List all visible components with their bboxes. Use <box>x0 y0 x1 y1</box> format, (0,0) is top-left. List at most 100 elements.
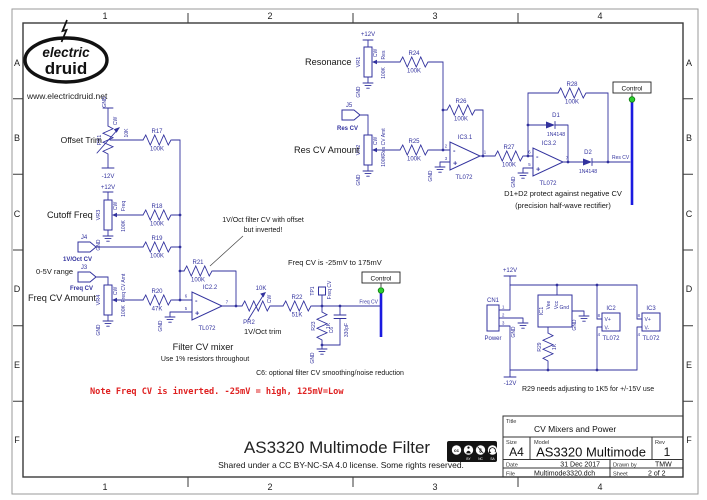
license-line: Shared under a CC BY-NC-SA 4.0 license. … <box>218 460 464 470</box>
cn1-pin3: 3 <box>502 321 505 326</box>
vr2-ref: VR2 <box>356 145 362 156</box>
c6-value: 330pF <box>344 323 350 337</box>
control-flag-freq-cv: Control Freq CV <box>359 271 401 337</box>
inverting-input-sign: - <box>195 296 198 305</box>
pr1-cw: CW <box>113 117 119 126</box>
pr2-cw: CW <box>267 295 273 304</box>
neg12v-flag-label: -12V <box>102 174 115 180</box>
inverting-input-sign: - <box>536 152 539 161</box>
d1-part: 1N4148 <box>547 132 565 138</box>
grid-row-E-right: E <box>686 360 692 370</box>
r27-value: 100K <box>502 163 516 169</box>
vr4-ref: VR4 <box>96 295 102 306</box>
j4-ref: J4 <box>81 235 88 241</box>
model-value: AS3320 Multimode <box>536 445 646 460</box>
cn1-ref: CN1 <box>487 298 500 304</box>
ic2-vminus: V- <box>605 326 610 332</box>
p12v-flag-label: +12V <box>101 185 115 191</box>
neg12v-flag-label: -12V <box>504 381 517 387</box>
gnd-flag-label: GND <box>158 320 164 332</box>
noninverting-input-sign: + <box>536 165 541 174</box>
ic3-ref: IC3 <box>646 306 656 312</box>
ic3-vplus: V+ <box>645 317 651 323</box>
ic22-pin6: 6 <box>185 294 188 299</box>
r20-value: 47K <box>152 307 163 313</box>
cutoff-freq-label: Cutoff Freq <box>47 210 93 220</box>
j4-net-label: 1V/Oct CV <box>63 257 92 263</box>
gnd-flag-label: GND <box>96 324 102 336</box>
resistor-r24: R24 100K <box>399 51 444 151</box>
control-flag-res-cv: Control <box>612 81 652 205</box>
vr3-ref: VR3 <box>96 210 102 221</box>
vr2-value: 100K <box>381 155 387 167</box>
grid-row-D-left: D <box>14 284 21 294</box>
size-label: Size <box>506 440 517 446</box>
j5-net-label: Res CV <box>337 126 358 132</box>
vr1-cw: CW <box>373 49 379 58</box>
one-percent-note: Use 1% resistors throughout <box>161 356 249 363</box>
ic31-pin2: 2 <box>445 144 448 149</box>
pot-vr4: GND VR4 CW Freq CV Amt 100K <box>96 273 144 336</box>
r27-ref: R27 <box>503 145 515 151</box>
cc-sa-caption: SA <box>490 457 495 461</box>
vr4-value: 100K <box>121 305 127 317</box>
r25-value: 100K <box>407 157 421 163</box>
connector-j5: J5 Res CV <box>337 103 369 136</box>
gnd-flag-label: GND <box>356 174 362 186</box>
diode-note-1: D1+D2 protect against negative CV <box>504 189 622 198</box>
r28-ref: R28 <box>566 82 578 88</box>
grid-col-3-bottom: 3 <box>432 482 437 492</box>
ic22-pin5: 5 <box>185 306 188 311</box>
ic31-pin1: 1 <box>484 150 487 155</box>
res-cv-amount-label: Res CV Amount <box>294 145 360 155</box>
file-value: Multimode3320.dch <box>534 470 595 477</box>
vr1-net: Res <box>381 50 387 59</box>
gnd-flag-label: GND <box>356 86 362 98</box>
ic32-pin6: 6 <box>528 150 531 155</box>
r29-ref: R29 <box>537 342 543 351</box>
vr3-net: Freq <box>121 201 127 212</box>
r20-ref: R20 <box>151 289 163 295</box>
grid-col-4-bottom: 4 <box>597 482 602 492</box>
logo-word-druid: druid <box>45 59 88 78</box>
wiper-arrowhead <box>113 127 120 133</box>
ic32-pin7: 7 <box>566 156 569 161</box>
ic31-part: TL072 <box>455 175 473 181</box>
model-label: Model <box>534 440 549 446</box>
grid-row-F-left: F <box>14 435 20 445</box>
ic32-pin5: 5 <box>528 162 531 167</box>
cc-nc-caption: NC <box>478 457 483 461</box>
grid-col-3-top: 3 <box>432 11 437 21</box>
r19-value: 100K <box>150 254 164 260</box>
p12v-flag-label: +12V <box>361 32 375 38</box>
c6-ref: C6 <box>329 327 335 334</box>
grid-row-A-right: A <box>686 58 692 68</box>
ic3-pin4: 4 <box>638 332 641 337</box>
grid-col-1-bottom: 1 <box>102 482 107 492</box>
d2-ref: D2 <box>584 150 592 156</box>
vr4-cw: CW <box>113 287 119 296</box>
diode-d2: D2 1N4148 <box>579 150 609 175</box>
vr3-cw: CW <box>113 202 119 211</box>
grid-row-C-left: C <box>14 209 21 219</box>
trimpot-pr2: 10K PR2 CW <box>241 286 284 326</box>
ic22-part: TL072 <box>198 326 216 332</box>
r24-ref: R24 <box>408 51 420 57</box>
cc-icon <box>451 445 462 455</box>
sheet-title: AS3320 Multimode Filter <box>244 438 430 457</box>
date-label: Date <box>506 463 518 469</box>
ic31-ref: IC3.1 <box>458 135 473 141</box>
tp1-ref: TP1 <box>310 286 316 295</box>
r24-value: 100K <box>407 69 421 75</box>
title-block: Title CV Mixers and Power Size A4 Model … <box>502 415 684 478</box>
vr2-cw: CW <box>373 137 379 146</box>
gnd-flag-label: GND <box>102 96 108 108</box>
cc-by-caption: BY <box>466 457 471 461</box>
svg-text:$: $ <box>479 448 482 454</box>
freq-cv-range-note: Freq CV is -25mV to 175mV <box>288 258 382 267</box>
j5-ref: J5 <box>346 103 353 109</box>
r26-ref: R26 <box>455 99 467 105</box>
size-value: A4 <box>509 445 524 459</box>
vr4-net: Freq CV Amt <box>121 273 127 302</box>
resonance-label: Resonance <box>305 57 351 67</box>
